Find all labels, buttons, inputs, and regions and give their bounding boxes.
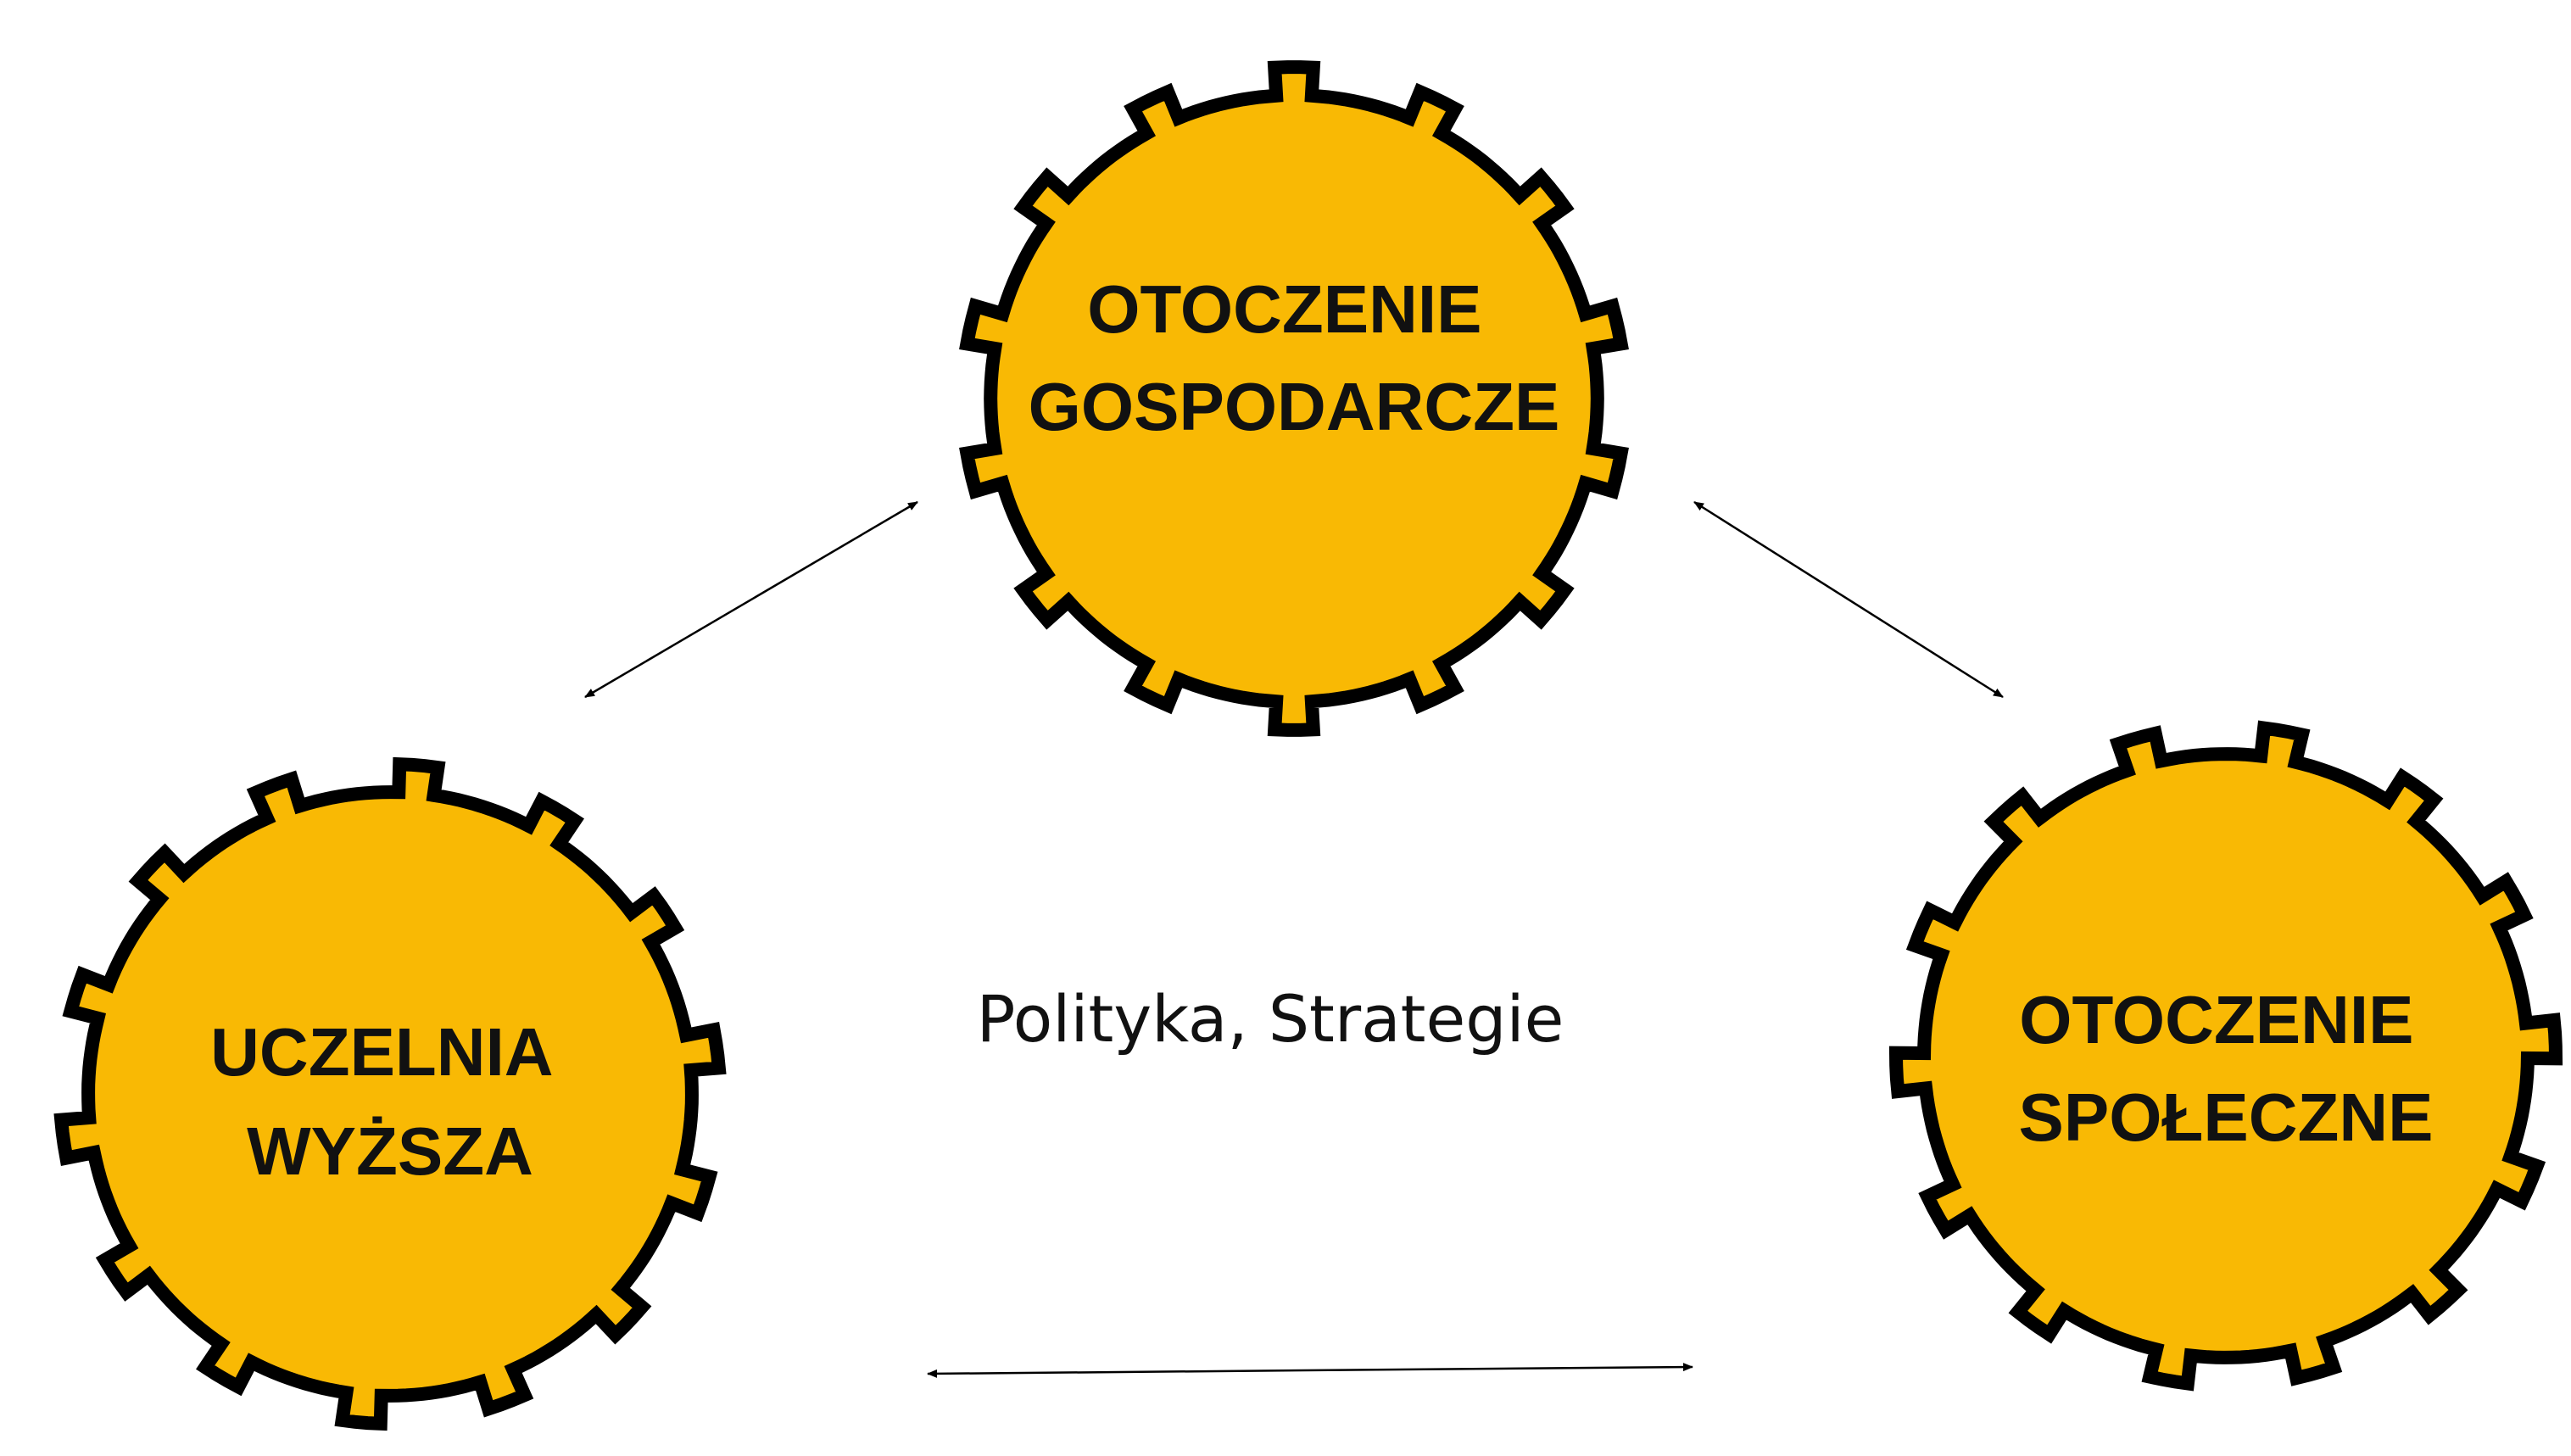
gear-label-economic-line2: GOSPODARCZE — [1029, 369, 1560, 444]
arrow-economic-social — [1693, 500, 2004, 699]
gear-icon — [959, 60, 1629, 737]
arrow-university-economic — [584, 500, 918, 699]
gear-label-university-line1: UCZELNIA — [210, 1014, 552, 1090]
gear-node-social: OTOCZENIE SPOŁECZNE — [1888, 720, 2563, 1392]
arrow-university-social — [927, 1363, 1693, 1378]
gear-label-economic: OTOCZENIE GOSPODARCZE — [1029, 271, 1560, 444]
gear-node-university: UCZELNIA WYŻSZA — [53, 756, 727, 1431]
gear-label-university: UCZELNIA WYŻSZA — [210, 1014, 570, 1189]
gear-icon — [1888, 720, 2563, 1392]
center-label: Polityka, Strategie — [977, 981, 1564, 1057]
gear-label-social-line2: SPOŁECZNE — [2019, 1079, 2434, 1155]
gear-label-university-line2: WYŻSZA — [247, 1113, 533, 1189]
gear-label-social: OTOCZENIE SPOŁECZNE — [2019, 982, 2434, 1155]
gear-icon — [53, 756, 727, 1431]
gear-label-social-line1: OTOCZENIE — [2019, 982, 2413, 1057]
gear-node-economic: OTOCZENIE GOSPODARCZE — [959, 60, 1629, 737]
gear-label-economic-line1: OTOCZENIE — [1087, 271, 1481, 347]
